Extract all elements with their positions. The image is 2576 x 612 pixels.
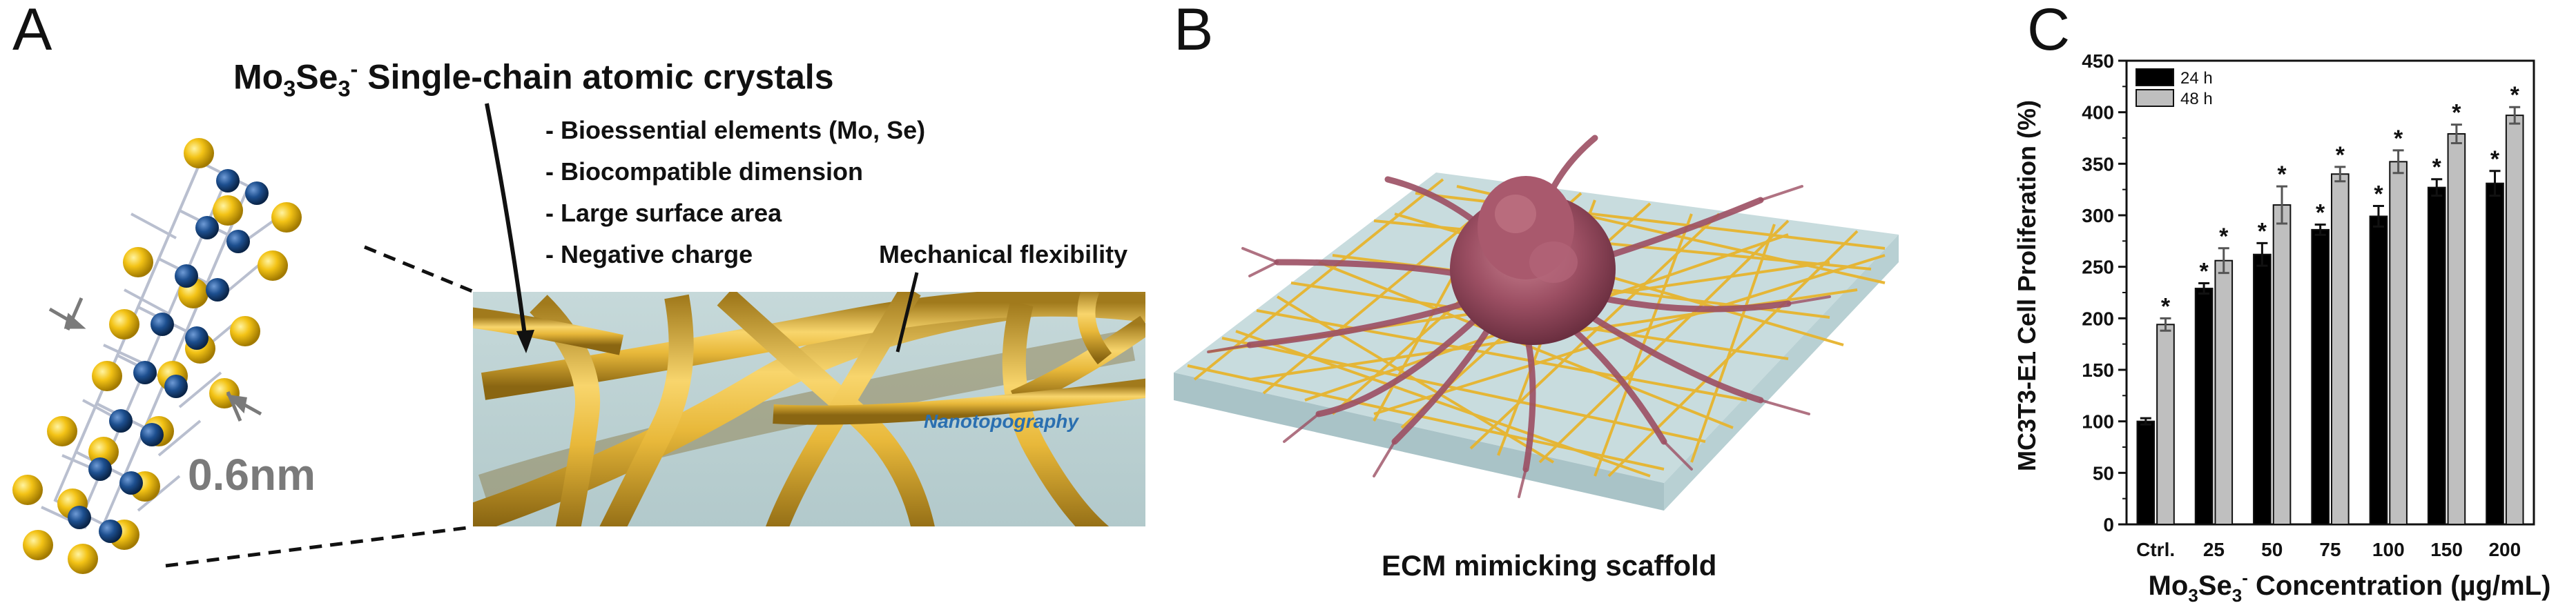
bar-48h-4 — [2389, 161, 2408, 525]
xlabel-charge: - — [2242, 567, 2248, 588]
y-tick-label: 100 — [2082, 411, 2114, 433]
bar-chart: 0 50 100 150 200 250 300 350 400 450 * Ctrl. * * 25 * * 5… — [2013, 50, 2551, 606]
atomic-chain — [12, 138, 302, 574]
y-tick-label: 50 — [2093, 462, 2114, 484]
y-axis-label: MC3T3-E1 Cell Proliferation (%) — [2013, 100, 2041, 471]
significance-star: * — [2336, 142, 2345, 168]
x-tick-label: 200 — [2488, 539, 2521, 560]
dimension-arrows — [48, 297, 262, 422]
y-tick-label: 0 — [2103, 514, 2114, 535]
pointer-arrow — [485, 103, 534, 353]
bar-24h-2 — [2253, 253, 2272, 525]
formula-sub1: 3 — [283, 76, 296, 101]
significance-star: * — [2452, 100, 2461, 126]
xlabel-se: Se — [2198, 571, 2232, 601]
panel-c-letter: C — [2027, 0, 2071, 63]
zoom-line-bottom — [165, 525, 473, 568]
xlabel-sub2: 3 — [2232, 585, 2242, 606]
xlabel-rest: Concentration (µg/mL) — [2248, 571, 2551, 601]
y-tick-label: 400 — [2082, 102, 2114, 124]
y-tick-label: 350 — [2082, 153, 2114, 175]
dimension-label: 0.6nm — [188, 450, 316, 500]
x-tick-label: 75 — [2319, 539, 2341, 560]
panel-b-caption: ECM mimicking scaffold — [1382, 549, 1717, 582]
chart-plot-area: 0 50 100 150 200 250 300 350 400 450 * Ctrl. * * 25 * * 5… — [2082, 50, 2535, 560]
flex-pointer-line — [895, 272, 919, 353]
x-tick-label: 25 — [2203, 539, 2225, 560]
formula-se: Se — [296, 57, 338, 97]
bar-48h-2 — [2272, 204, 2292, 525]
significance-star: * — [2490, 146, 2500, 172]
bullet-4: - Negative charge — [545, 240, 753, 268]
y-tick-label: 250 — [2082, 257, 2114, 278]
legend-swatch — [2136, 89, 2174, 107]
legend-label: 48 h — [2180, 90, 2213, 108]
significance-star: * — [2316, 199, 2325, 226]
x-axis-label: Mo3Se3- Concentration (µg/mL) — [2149, 567, 2551, 606]
y-tick-label: 150 — [2082, 359, 2114, 381]
y-tick-label: 200 — [2082, 308, 2114, 329]
bar-48h-6 — [2505, 115, 2524, 525]
y-tick-label: 450 — [2082, 50, 2114, 72]
x-tick-label: Ctrl. — [2136, 539, 2175, 560]
bullet-2: - Biocompatible dimension — [545, 157, 864, 186]
bar-48h-3 — [2331, 173, 2350, 525]
panel-a-letter: A — [12, 0, 52, 63]
nano-label: Nanotopography — [924, 411, 1079, 432]
bar-24h-3 — [2311, 228, 2330, 525]
bar-24h-5 — [2427, 186, 2446, 525]
x-tick-label: 50 — [2261, 539, 2283, 560]
substrate-side-left — [1174, 373, 1664, 511]
formula-sub2: 3 — [338, 76, 351, 101]
bar-24h-0 — [2136, 420, 2156, 526]
bar-48h-1 — [2214, 259, 2234, 525]
significance-star: * — [2277, 161, 2287, 188]
xlabel-sub1: 3 — [2188, 585, 2198, 606]
zoom-line-top — [364, 245, 473, 293]
significance-star: * — [2432, 155, 2442, 181]
bar-48h-0 — [2156, 324, 2175, 525]
bar-24h-6 — [2486, 182, 2504, 525]
flex-label: Mechanical flexibility — [879, 240, 1128, 268]
x-tick-label: 100 — [2372, 539, 2405, 560]
legend-label: 24 h — [2180, 69, 2213, 88]
panel-b-letter: B — [1174, 0, 1214, 63]
bullet-1: - Bioessential elements (Mo, Se) — [545, 116, 926, 144]
legend-swatch — [2136, 68, 2174, 86]
significance-star: * — [2510, 82, 2520, 108]
bullet-3: - Large surface area — [545, 199, 782, 227]
bar-24h-1 — [2194, 288, 2214, 525]
significance-star: * — [2219, 224, 2229, 250]
panel-a-illustration: 0.6nm Nanotopography — [12, 103, 1147, 574]
significance-star: * — [2199, 259, 2209, 285]
significance-star: * — [2258, 218, 2267, 244]
fiber-network-box — [472, 291, 1146, 527]
xlabel-mo: Mo — [2149, 571, 2189, 601]
panel-b-illustration — [1174, 135, 1899, 511]
substrate-side-right — [1664, 235, 1899, 511]
y-tick-label: 300 — [2082, 205, 2114, 226]
panel-a-title: Mo3Se3- Single-chain atomic crystals — [233, 57, 834, 102]
plot-frame — [2125, 59, 2535, 526]
bar-48h-5 — [2447, 133, 2466, 525]
formula-mo: Mo — [233, 57, 284, 97]
cell — [1207, 135, 1831, 498]
significance-star: * — [2394, 126, 2403, 152]
formula-charge: - — [350, 57, 358, 81]
x-tick-label: 150 — [2430, 539, 2463, 560]
significance-star: * — [2161, 293, 2171, 319]
significance-star: * — [2374, 181, 2383, 208]
title-text: Single-chain atomic crystals — [367, 57, 834, 97]
bar-24h-4 — [2369, 215, 2388, 525]
